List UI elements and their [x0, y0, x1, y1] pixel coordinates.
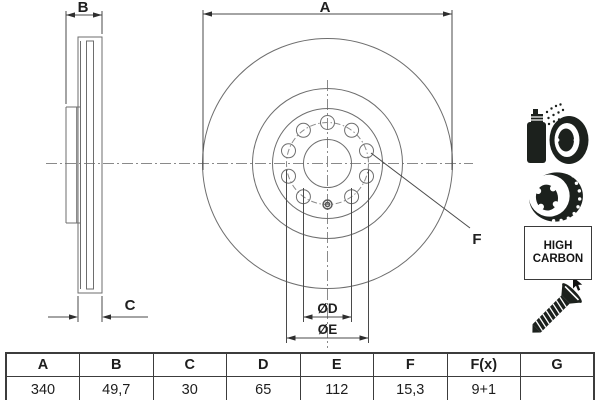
spec-header-cell: F — [373, 352, 448, 377]
arrowhead — [303, 314, 313, 320]
leader-line-F — [370, 152, 471, 229]
arrowhead — [286, 335, 296, 341]
spec-value-cell: 15,3 — [373, 376, 448, 400]
arrowhead — [66, 12, 75, 18]
spec-value-cell — [520, 376, 595, 400]
dim-label-F: F — [472, 231, 481, 248]
spec-value-cell: 30 — [152, 376, 227, 400]
high-carbon-line2: CARBON — [532, 253, 584, 265]
countersunk-screw-icon — [532, 283, 582, 333]
arrowhead — [443, 11, 452, 17]
spec-table: A B C D E F F(x) G 340 49,7 30 65 112 15… — [5, 352, 595, 400]
arrowhead — [69, 314, 78, 320]
bolt-hole — [344, 122, 360, 138]
bolt-hole — [281, 143, 296, 159]
bolt-hole — [295, 122, 311, 138]
friction-surface-circle — [252, 88, 403, 239]
vent-channel — [86, 40, 94, 290]
spec-header-row: A B C D E F F(x) G — [5, 352, 595, 377]
spec-header-cell: B — [79, 352, 154, 377]
high-carbon-line1: HIGH — [543, 240, 573, 252]
spec-header-cell: C — [152, 352, 227, 377]
arrowhead — [342, 314, 352, 320]
front-view: A ØD ØE F — [202, 0, 482, 343]
bolt-hole — [359, 168, 374, 184]
spec-value-cell: 49,7 — [79, 376, 154, 400]
arrowhead — [203, 11, 212, 17]
center-bore-circle — [303, 139, 352, 188]
vented-disc-icon — [528, 172, 583, 223]
technical-drawing: B C A — [46, 0, 589, 348]
bolt-hole — [281, 168, 296, 184]
spec-value-cell: 65 — [226, 376, 301, 400]
spec-header-cell: F(x) — [446, 352, 521, 377]
spec-value-cell: 340 — [5, 376, 80, 400]
dim-label-bolt-circle: ØE — [318, 322, 338, 337]
dim-label-B: B — [78, 0, 89, 16]
bolt-hole — [320, 115, 335, 130]
hub-circle — [272, 108, 383, 219]
spec-value-cell: 9+1 — [446, 376, 521, 400]
spec-header-cell: A — [5, 352, 80, 377]
side-section-view: B C — [48, 0, 148, 322]
arrowhead — [102, 314, 111, 320]
high-carbon-badge: HIGH CARBON — [524, 226, 592, 280]
spec-value-row: 340 49,7 30 65 112 15,3 9+1 — [5, 376, 595, 400]
bolt-hole — [359, 143, 374, 159]
bolt-circle — [286, 122, 369, 205]
dim-label-C: C — [125, 297, 136, 314]
arrowhead — [359, 335, 369, 341]
spec-header-cell: G — [520, 352, 595, 377]
dim-label-bore: ØD — [317, 301, 338, 316]
spec-header-cell: E — [299, 352, 374, 377]
locating-hole-inner — [324, 201, 331, 208]
dim-label-A: A — [320, 0, 331, 16]
friction-ring-outline — [77, 36, 103, 294]
locating-hole — [322, 199, 333, 210]
spray-can-disc-icon — [527, 103, 589, 164]
mouse-cursor-icon — [573, 277, 583, 291]
arrowhead — [93, 12, 102, 18]
spec-header-cell: D — [226, 352, 301, 377]
spec-value-cell: 112 — [299, 376, 374, 400]
